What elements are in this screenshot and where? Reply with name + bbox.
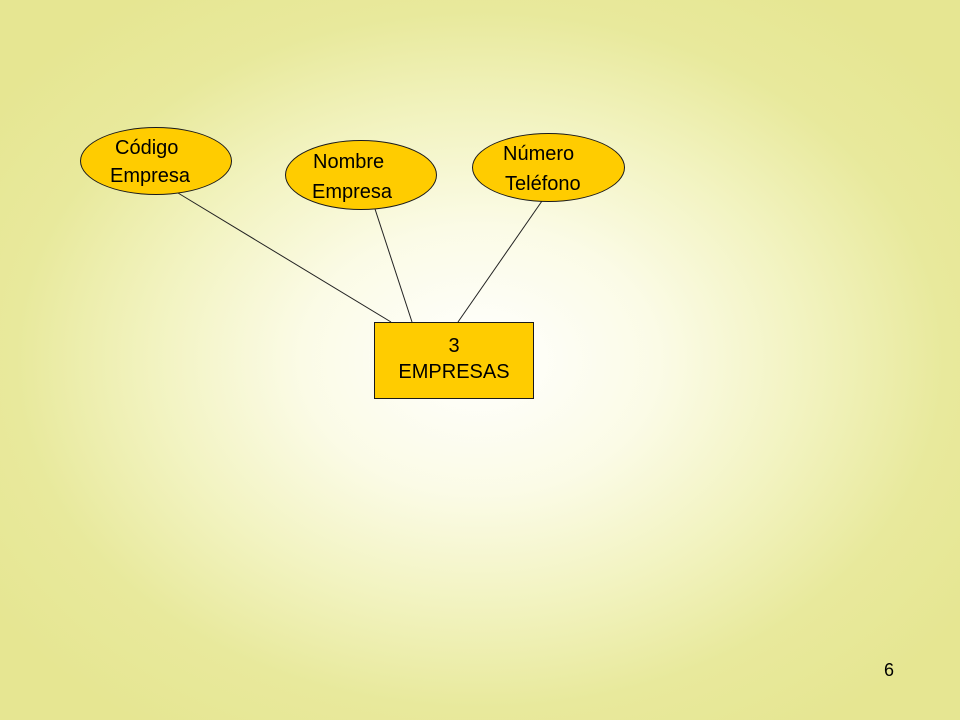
attribute-label-line2: Empresa [312,181,393,203]
attribute-numero-telefono: Número Teléfono [472,133,625,202]
attribute-nombre-empresa: Nombre Empresa [285,140,437,210]
page-number: 6 [884,660,895,680]
attribute-label-line2: Empresa [110,165,191,187]
entity-empresas: 3 EMPRESAS [374,322,534,399]
attribute-label-line1: Nombre [313,151,385,173]
connector-nombre-empresa [374,208,413,323]
entity-name: EMPRESAS [398,361,510,383]
entity-count: 3 [448,335,460,357]
connector-numero-telefono [457,200,543,323]
attribute-label-line1: Código [115,137,179,159]
attribute-codigo-empresa: Código Empresa [80,127,232,195]
attribute-label-line1: Número [503,143,575,165]
connector-codigo-empresa [177,192,392,323]
attribute-label-line2: Teléfono [505,173,581,195]
